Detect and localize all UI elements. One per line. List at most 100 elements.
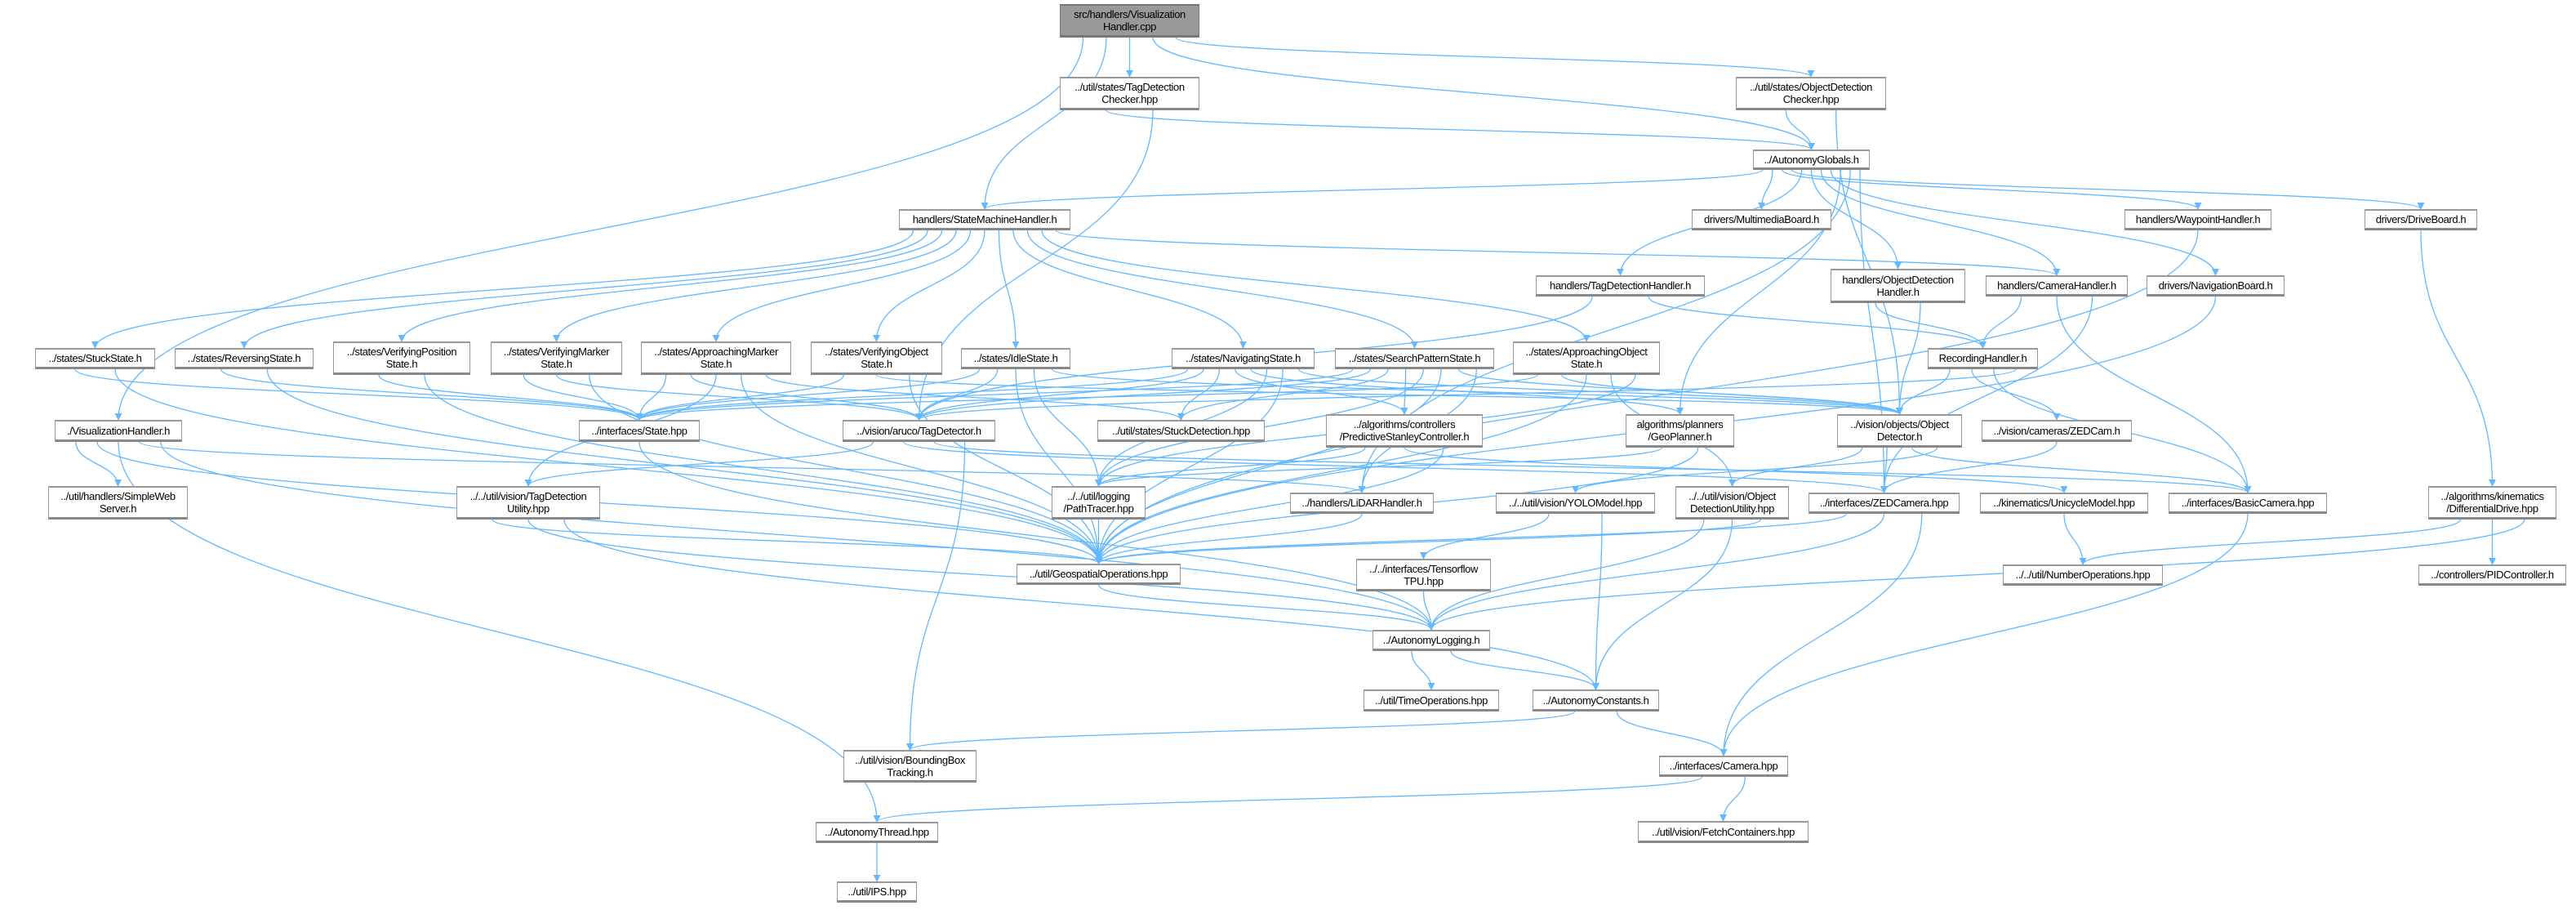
edge-ag-to-smh	[981, 169, 1764, 210]
graph-node-psc[interactable]: ../algorithms/controllers /PredictiveSta…	[1326, 414, 1483, 448]
edge-vos-to-geo	[909, 374, 1103, 564]
graph-node-db[interactable]: drivers/DriveBoard.h	[2365, 209, 2477, 230]
node-label: src/handlers/Visualization Handler.cpp	[1074, 8, 1186, 33]
node-label: ../../interfaces/Tensorflow TPU.hpp	[1369, 562, 1478, 587]
edge-odc-to-ag	[1785, 109, 1816, 150]
graph-node-thr[interactable]: ../AutonomyThread.hpp	[816, 822, 938, 843]
graph-node-tdu[interactable]: ../../util/vision/TagDetection Utility.h…	[456, 486, 600, 520]
edge-ns-to-geo	[1094, 368, 1284, 564]
graph-node-aos[interactable]: ../states/ApproachingObject State.h	[1513, 341, 1660, 375]
graph-node-vps[interactable]: ../states/VerifyingPosition State.h	[333, 341, 470, 375]
edge-odu-to-log	[1427, 519, 1705, 631]
graph-node-wph[interactable]: handlers/WaypointHandler.h	[2124, 209, 2271, 230]
graph-node-tpu[interactable]: ../../interfaces/Tensorflow TPU.hpp	[1356, 559, 1491, 591]
graph-node-td[interactable]: ../vision/aruco/TagDetector.h	[843, 420, 995, 442]
edge-smh-to-ns	[1012, 230, 1248, 349]
graph-node-gp[interactable]: algorithms/planners /GeoPlanner.h	[1626, 414, 1734, 448]
graph-node-sws[interactable]: ../util/handlers/SimpleWeb Server.h	[48, 486, 188, 520]
edge-vos-to-od	[875, 374, 1903, 415]
graph-node-st[interactable]: ../interfaces/State.hpp	[579, 420, 700, 442]
graph-node-smh[interactable]: handlers/StateMachineHandler.h	[899, 209, 1070, 230]
edge-zed-to-geo	[1095, 513, 1847, 564]
edge-vps-to-st	[378, 374, 643, 421]
graph-node-sps[interactable]: ../states/SearchPatternState.h	[1335, 348, 1494, 369]
node-label: drivers/DriveBoard.h	[2375, 213, 2467, 225]
node-label: ../interfaces/ZEDCamera.hpp	[1819, 497, 1949, 509]
graph-node-od[interactable]: ../vision/objects/Object Detector.h	[1837, 414, 1962, 448]
edge-vh-to-log	[160, 441, 1435, 631]
edge-ns-to-gp	[1250, 368, 1684, 415]
edge-dd-to-num	[2079, 519, 2461, 565]
graph-node-ss[interactable]: ../states/StuckState.h	[35, 348, 155, 369]
edge-td-to-zed	[903, 441, 1888, 493]
node-label: ../util/handlers/SimpleWeb Server.h	[60, 490, 176, 515]
graph-node-vos[interactable]: ../states/VerifyingObject State.h	[811, 341, 942, 375]
graph-node-ams[interactable]: ../states/ApproachingMarker State.h	[641, 341, 791, 375]
graph-node-num[interactable]: ../../util/NumberOperations.hpp	[2003, 564, 2163, 586]
edge-rs-to-st	[220, 368, 643, 421]
graph-node-odu[interactable]: ../../util/vision/Object DetectionUtilit…	[1675, 486, 1789, 520]
graph-node-is[interactable]: ../states/IdleState.h	[961, 348, 1070, 369]
graph-node-log[interactable]: ../AutonomyLogging.h	[1373, 630, 1490, 651]
edge-vps-to-geo	[424, 374, 1102, 564]
graph-node-geo[interactable]: ../util/GeospatialOperations.hpp	[1017, 564, 1181, 585]
graph-node-bbt[interactable]: ../util/vision/BoundingBox Tracking.h	[843, 750, 977, 783]
graph-node-root[interactable]: src/handlers/Visualization Handler.cpp	[1060, 4, 1199, 38]
graph-node-um[interactable]: ../kinematics/UnicycleModel.hpp	[1980, 493, 2148, 514]
node-label: handlers/TagDetectionHandler.h	[1549, 279, 1691, 292]
graph-node-time[interactable]: ../util/TimeOperations.hpp	[1364, 689, 1499, 711]
graph-node-mmb[interactable]: drivers/MultimediaBoard.h	[1692, 209, 1831, 230]
edge-sps-to-st	[635, 368, 1354, 421]
graph-node-zed[interactable]: ../interfaces/ZEDCamera.hpp	[1809, 493, 1960, 514]
graph-node-tdh[interactable]: handlers/TagDetectionHandler.h	[1536, 275, 1705, 297]
node-label: ../util/GeospatialOperations.hpp	[1029, 568, 1168, 580]
graph-node-tdc[interactable]: ../util/states/TagDetection Checker.hpp	[1060, 77, 1199, 110]
node-label: ../../util/NumberOperations.hpp	[2015, 569, 2151, 581]
edge-smh-to-is	[998, 230, 1020, 349]
edge-vh-to-lh	[139, 441, 1366, 493]
edge-tdc-to-td	[914, 109, 1154, 421]
graph-node-vh[interactable]: ./VisualizationHandler.h	[55, 420, 182, 442]
edge-psc-to-pt	[1095, 447, 1366, 487]
edge-od-to-zed	[1880, 447, 1889, 493]
graph-node-cam[interactable]: ../interfaces/Camera.hpp	[1659, 756, 1788, 777]
node-label: ../util/TimeOperations.hpp	[1375, 694, 1488, 707]
edge-smh-to-aos	[1041, 230, 1591, 342]
graph-node-pt[interactable]: ../../util/logging /PathTracer.hpp	[1052, 486, 1146, 520]
edge-smh-to-ss	[91, 230, 914, 349]
graph-node-yolo[interactable]: ../../util/vision/YOLOModel.hpp	[1496, 493, 1655, 514]
graph-node-ag[interactable]: ../AutonomyGlobals.h	[1753, 149, 1870, 170]
edge-geo-to-log	[1097, 584, 1435, 631]
edge-rh-to-td	[915, 368, 2017, 421]
graph-node-pid[interactable]: ../controllers/PIDController.h	[2418, 564, 2566, 586]
node-label: ../handlers/LiDARHandler.h	[1301, 497, 1422, 509]
graph-node-bc[interactable]: ../interfaces/BasicCamera.hpp	[2169, 493, 2327, 514]
edge-tdu-to-geo	[492, 519, 1102, 564]
graph-node-sd[interactable]: ../util/states/StuckDetection.hpp	[1097, 420, 1265, 442]
graph-node-ch[interactable]: handlers/CameraHandler.h	[1986, 275, 2128, 297]
node-label: handlers/ObjectDetection Handler.h	[1842, 273, 1954, 298]
graph-node-dd[interactable]: ../algorithms/kinematics /DifferentialDr…	[2428, 486, 2556, 520]
graph-node-const[interactable]: ../AutonomyConstants.h	[1533, 689, 1659, 711]
node-label: ./VisualizationHandler.h	[66, 424, 171, 437]
graph-node-vms[interactable]: ../states/VerifyingMarker State.h	[491, 341, 622, 375]
graph-node-fc[interactable]: ../util/vision/FetchContainers.hpp	[1638, 821, 1809, 843]
edge-is-to-st	[635, 368, 980, 421]
graph-node-ips[interactable]: ../util/IPS.hpp	[837, 881, 917, 903]
node-label: ../AutonomyThread.hpp	[825, 826, 929, 838]
graph-node-odc[interactable]: ../util/states/ObjectDetection Checker.h…	[1736, 77, 1886, 110]
graph-node-odh[interactable]: handlers/ObjectDetection Handler.h	[1831, 269, 1965, 303]
edge-ch-to-rh	[1978, 296, 2022, 349]
graph-node-ns[interactable]: ../states/NavigatingState.h	[1172, 348, 1315, 369]
node-label: RecordingHandler.h	[1938, 352, 2027, 364]
node-label: ../interfaces/State.hpp	[591, 424, 687, 437]
edge-tdc-to-ag	[1106, 109, 1815, 150]
graph-node-nb[interactable]: drivers/NavigationBoard.h	[2147, 275, 2285, 297]
graph-node-zc[interactable]: ../vision/cameras/ZEDCam.h	[1982, 420, 2132, 442]
graph-node-lh[interactable]: ../handlers/LiDARHandler.h	[1290, 493, 1434, 514]
graph-node-rh[interactable]: RecordingHandler.h	[1928, 348, 2038, 369]
node-label: handlers/StateMachineHandler.h	[912, 213, 1057, 225]
edge-ag-to-db	[1791, 169, 2425, 210]
edge-rh-to-od	[1895, 368, 1951, 415]
graph-node-rs[interactable]: ../states/ReversingState.h	[175, 348, 314, 369]
